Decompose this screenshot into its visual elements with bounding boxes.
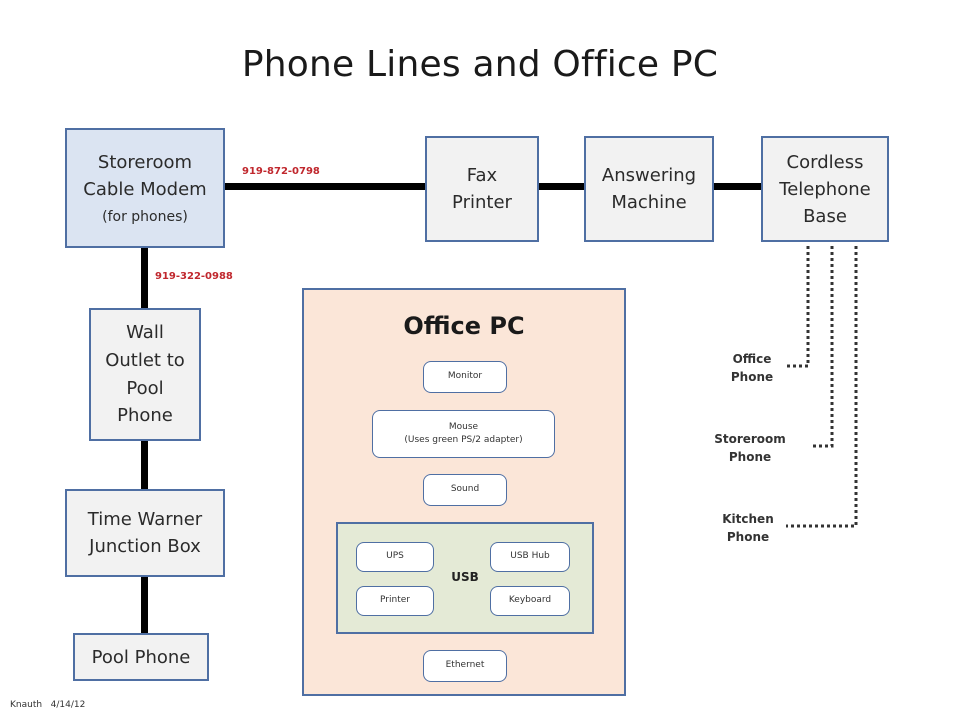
ethernet-label: Ethernet (445, 660, 485, 671)
phone-number-wall-line: 919-322-0988 (155, 271, 233, 282)
usb-label: USB (451, 570, 479, 584)
ups-label: UPS (386, 551, 404, 562)
line-junction-to-pool (141, 576, 148, 634)
kitchen-phone-line2: Phone (726, 530, 770, 544)
phone-number-fax-line: 919-872-0798 (242, 166, 320, 177)
fax-printer-line2: Printer (452, 192, 512, 213)
fax-printer-line1: Fax (466, 165, 498, 186)
monitor-label: Monitor (447, 371, 483, 382)
usb-group: USB UPS USB Hub Printer Keyboard (336, 522, 594, 634)
wireless-link-office (786, 246, 810, 368)
storeroom-phone-line1: Storeroom (714, 432, 786, 446)
printer-label: Printer (380, 595, 410, 606)
ethernet-item: Ethernet (423, 650, 507, 682)
usb-hub-label: USB Hub (510, 551, 550, 562)
wall-outlet-line3: Pool (126, 377, 164, 399)
author-credit: Knauth 4/14/12 (10, 700, 86, 710)
office-phone-label: Office Phone (707, 350, 797, 386)
storeroom-modem-line2: Cable Modem (83, 178, 207, 200)
office-pc-panel: Office PC Monitor Mouse (Uses green PS/2… (302, 288, 626, 696)
time-warner-junction-box: Time Warner Junction Box (65, 489, 225, 577)
office-phone-line2: Phone (730, 370, 774, 384)
storeroom-modem-note: (for phones) (102, 208, 188, 225)
kitchen-phone-line1: Kitchen (722, 512, 774, 526)
cordless-telephone-base-box: Cordless Telephone Base (761, 136, 889, 242)
wireless-link-storeroom (810, 246, 834, 448)
wireless-link-kitchen (786, 246, 858, 528)
storeroom-phone-line2: Phone (728, 450, 772, 464)
storeroom-phone-label: Storeroom Phone (705, 430, 795, 466)
cordless-base-line1: Cordless (786, 151, 864, 173)
wall-outlet-line1: Wall (126, 321, 164, 343)
sound-item: Sound (423, 474, 507, 506)
pool-phone-label: Pool Phone (91, 646, 191, 668)
line-modem-to-fax (224, 183, 426, 190)
mouse-label: Mouse (448, 421, 479, 432)
monitor-item: Monitor (423, 361, 507, 393)
kitchen-phone-label: Kitchen Phone (703, 510, 793, 546)
cordless-base-line3: Base (803, 205, 847, 227)
office-phone-line1: Office (732, 352, 772, 366)
line-wall-to-junction (141, 440, 148, 490)
answering-machine-box: Answering Machine (584, 136, 714, 242)
ups-item: UPS (356, 542, 434, 572)
pool-phone-box: Pool Phone (73, 633, 209, 681)
line-modem-to-wall (141, 247, 148, 309)
wall-outlet-line4: Phone (117, 405, 173, 427)
wall-outlet-box: Wall Outlet to Pool Phone (89, 308, 201, 441)
line-answering-to-cordless (713, 183, 761, 190)
fax-printer-box: Fax Printer (425, 136, 539, 242)
keyboard-label: Keyboard (508, 595, 552, 606)
junction-box-line2: Junction Box (89, 536, 201, 557)
answering-machine-line2: Machine (611, 192, 687, 213)
printer-item: Printer (356, 586, 434, 616)
wall-outlet-line2: Outlet to (105, 349, 185, 371)
office-pc-title: Office PC (403, 312, 525, 340)
storeroom-cable-modem-box: Storeroom Cable Modem (for phones) (65, 128, 225, 248)
keyboard-item: Keyboard (490, 586, 570, 616)
sound-label: Sound (450, 484, 480, 495)
junction-box-line1: Time Warner (87, 509, 203, 530)
mouse-note: (Uses green PS/2 adapter) (404, 435, 523, 445)
usb-hub-item: USB Hub (490, 542, 570, 572)
storeroom-modem-line1: Storeroom (97, 151, 193, 173)
mouse-item: Mouse (Uses green PS/2 adapter) (372, 410, 555, 458)
page-title: Phone Lines and Office PC (241, 44, 719, 85)
line-fax-to-answering (538, 183, 584, 190)
cordless-base-line2: Telephone (779, 178, 871, 200)
answering-machine-line1: Answering (601, 165, 697, 186)
